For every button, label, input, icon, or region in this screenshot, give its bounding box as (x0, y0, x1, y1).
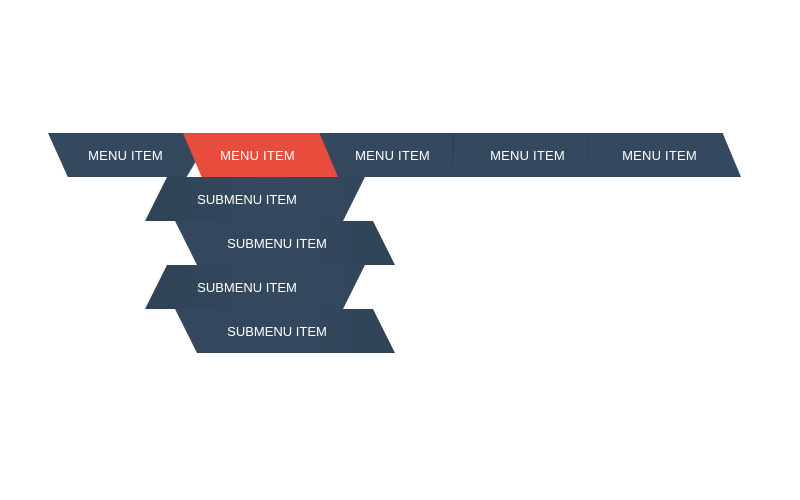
menu-item-background (318, 133, 473, 177)
submenu-item-2[interactable]: SUBMENU ITEM (175, 221, 395, 265)
submenu-item-4[interactable]: SUBMENU ITEM (175, 309, 395, 353)
menu-item-3[interactable]: MENU ITEM (318, 133, 473, 177)
submenu-item-label: SUBMENU ITEM (197, 191, 297, 207)
menu-item-label: MENU ITEM (88, 147, 163, 163)
menu-item-background-active (183, 133, 338, 177)
submenu-item-label: SUBMENU ITEM (197, 279, 297, 295)
menu-item-4[interactable]: MENU ITEM (453, 133, 608, 177)
menu-item-label: MENU ITEM (220, 147, 295, 163)
menu-item-1[interactable]: MENU ITEM (48, 133, 213, 177)
submenu-item-label: SUBMENU ITEM (227, 235, 327, 251)
menu-item-background (48, 133, 213, 177)
submenu-item-background (175, 221, 395, 265)
submenu-item-3[interactable]: SUBMENU ITEM (145, 265, 365, 309)
submenu-item-label: SUBMENU ITEM (227, 323, 327, 339)
submenu-item-1[interactable]: SUBMENU ITEM (145, 177, 365, 221)
menu-item-label: MENU ITEM (490, 147, 565, 163)
menu-item-label: MENU ITEM (355, 147, 430, 163)
submenu-item-background (145, 177, 365, 221)
submenu-item-background (145, 265, 365, 309)
menu-item-background (588, 133, 741, 177)
menu-item-background (453, 133, 608, 177)
menu-item-5[interactable]: MENU ITEM (588, 133, 741, 177)
submenu-item-background (175, 309, 395, 353)
menu-item-2-active[interactable]: MENU ITEM (183, 133, 338, 177)
menu-item-label: MENU ITEM (622, 147, 697, 163)
